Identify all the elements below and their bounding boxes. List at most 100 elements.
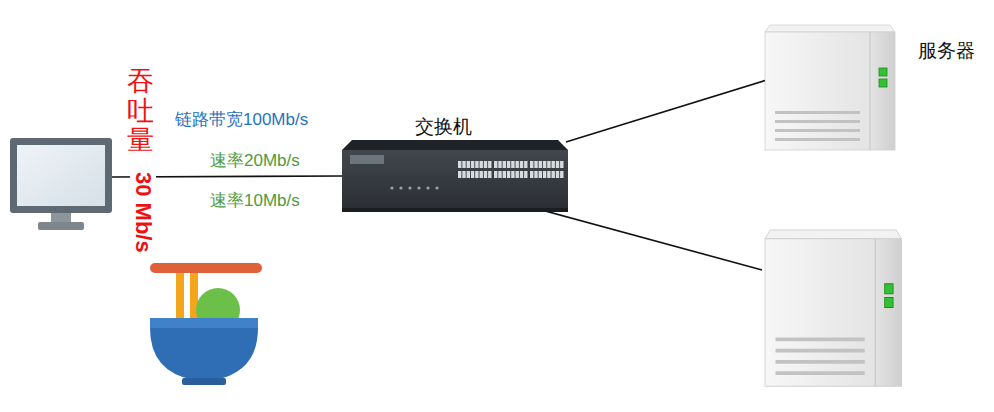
server-front bbox=[765, 239, 902, 387]
monitor-base bbox=[38, 222, 84, 230]
switch-port bbox=[524, 161, 527, 168]
switch-port bbox=[534, 171, 537, 178]
switch-port bbox=[552, 171, 555, 178]
switch-plate bbox=[350, 155, 384, 164]
switch-port bbox=[458, 161, 461, 168]
switch-icon bbox=[342, 140, 568, 212]
chopsticks bbox=[150, 263, 262, 273]
switch-port bbox=[556, 161, 559, 168]
switch-port bbox=[547, 171, 550, 178]
server-slot bbox=[775, 138, 860, 141]
switch-port bbox=[462, 171, 465, 178]
switch-bottom bbox=[342, 208, 568, 212]
switch-port bbox=[534, 161, 537, 168]
monitor-neck bbox=[51, 213, 71, 223]
switch-port bbox=[475, 161, 478, 168]
node-label: 服务器 bbox=[918, 40, 975, 63]
server-slot bbox=[775, 129, 860, 132]
noodle bbox=[176, 273, 184, 323]
throughput-label: 吞吐量 bbox=[127, 66, 154, 155]
switch-port bbox=[539, 161, 542, 168]
switch-port bbox=[552, 161, 555, 168]
switch-port bbox=[543, 161, 546, 168]
bowl-foot bbox=[182, 378, 226, 385]
switch-port bbox=[494, 161, 497, 168]
monitor-screen bbox=[17, 145, 105, 206]
switch-port bbox=[560, 171, 563, 178]
server-slot bbox=[776, 360, 865, 364]
switch-port bbox=[484, 161, 487, 168]
switch-port bbox=[475, 171, 478, 178]
switch-port bbox=[543, 171, 546, 178]
switch-port bbox=[488, 171, 491, 178]
switch-port bbox=[498, 161, 501, 168]
link-line bbox=[566, 81, 765, 143]
switch-port bbox=[524, 171, 527, 178]
switch-port bbox=[560, 161, 563, 168]
server-edge bbox=[870, 32, 871, 150]
server-slot bbox=[775, 111, 860, 114]
switch-port bbox=[503, 161, 506, 168]
switch-port bbox=[498, 171, 501, 178]
switch-port bbox=[516, 161, 519, 168]
switch-port bbox=[467, 171, 470, 178]
switch-port bbox=[556, 171, 559, 178]
noodle-bowl-icon bbox=[150, 263, 262, 385]
switch-port bbox=[480, 161, 483, 168]
switch-port bbox=[480, 171, 483, 178]
server-top bbox=[765, 230, 902, 239]
switch-port bbox=[511, 171, 514, 178]
switch-port bbox=[507, 171, 510, 178]
switch-led bbox=[417, 186, 420, 189]
switch-led bbox=[408, 186, 411, 189]
switch-port bbox=[530, 161, 533, 168]
rate-label: 速率20Mb/s bbox=[210, 151, 300, 171]
server-light bbox=[879, 68, 887, 76]
bowl-rim bbox=[150, 318, 258, 328]
switch-front bbox=[342, 150, 568, 208]
monitor-bezel bbox=[10, 138, 112, 213]
server-top bbox=[765, 25, 895, 32]
bandwidth-label: 链路带宽100Mb/s bbox=[175, 110, 308, 130]
server-edge bbox=[875, 239, 876, 387]
server-light bbox=[885, 298, 893, 308]
switch-port bbox=[547, 161, 550, 168]
node-label: 交换机 bbox=[415, 116, 472, 139]
switch-port bbox=[516, 171, 519, 178]
server-slot bbox=[776, 371, 865, 375]
switch-port bbox=[471, 161, 474, 168]
switch-port bbox=[462, 161, 465, 168]
throughput-value: 30 Mb/s bbox=[130, 170, 156, 255]
switch-port bbox=[488, 161, 491, 168]
switch-led bbox=[399, 186, 402, 189]
switch-port bbox=[520, 161, 523, 168]
switch-node: 交换机 bbox=[340, 116, 566, 216]
server-node: 服务器 bbox=[765, 22, 980, 152]
server-icon bbox=[765, 25, 895, 150]
switch-port bbox=[530, 171, 533, 178]
server-slot bbox=[776, 338, 865, 342]
switch-port bbox=[507, 161, 510, 168]
switch-port bbox=[467, 161, 470, 168]
switch-port bbox=[471, 171, 474, 178]
server-slot bbox=[775, 120, 860, 123]
bowl-body bbox=[150, 328, 258, 380]
switch-led bbox=[435, 186, 438, 189]
monitor-icon bbox=[10, 138, 112, 230]
switch-port bbox=[520, 171, 523, 178]
server-slot bbox=[776, 349, 865, 353]
switch-port bbox=[484, 171, 487, 178]
server-light bbox=[879, 79, 887, 87]
switch-port bbox=[494, 171, 497, 178]
rate-label: 速率10Mb/s bbox=[210, 191, 300, 211]
switch-port bbox=[503, 171, 506, 178]
switch-port bbox=[511, 161, 514, 168]
switch-led bbox=[390, 186, 393, 189]
server-light bbox=[885, 284, 893, 294]
server-icon bbox=[765, 230, 902, 386]
switch-led bbox=[426, 186, 429, 189]
server-front bbox=[765, 32, 895, 150]
switch-top bbox=[342, 140, 568, 150]
switch-port bbox=[458, 171, 461, 178]
